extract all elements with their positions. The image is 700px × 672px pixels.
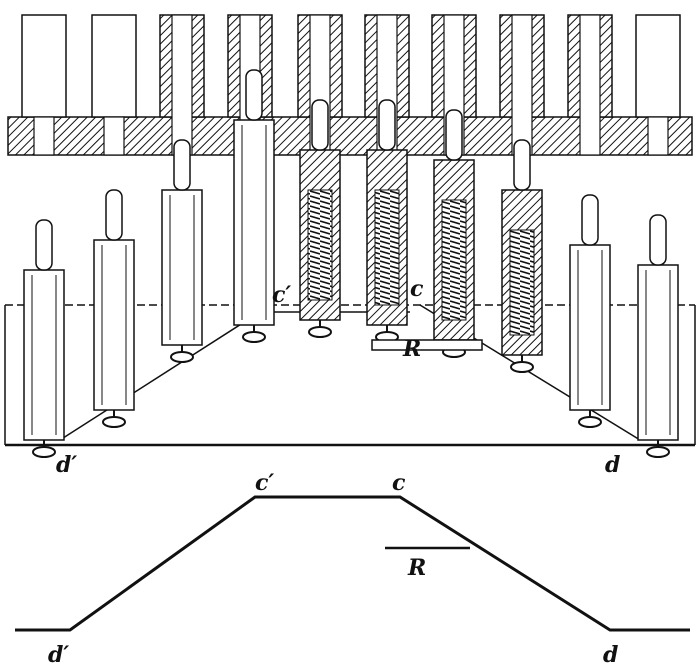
label-c-profile: c [392, 470, 406, 496]
column-bore [579, 14, 601, 156]
device [637, 214, 679, 458]
device [433, 109, 475, 358]
spring [374, 189, 400, 306]
column-bore [511, 14, 533, 156]
plunger [105, 189, 123, 241]
column-bore [33, 116, 55, 156]
device [233, 69, 275, 343]
plunger [445, 109, 463, 161]
plunger [513, 139, 531, 191]
label-c-prime-profile: c′ [255, 470, 274, 496]
device-body [637, 264, 679, 441]
device-body [161, 189, 203, 346]
device-body [93, 239, 135, 411]
label-R-profile: R [407, 555, 426, 581]
label-d-prime-top: d′ [56, 452, 77, 478]
label-c-prime-top: c′ [272, 282, 291, 308]
column-plate [635, 14, 681, 118]
device [93, 189, 135, 428]
spring [307, 189, 333, 301]
device [569, 194, 611, 428]
rail-R [371, 339, 483, 351]
label-d-prime-profile: d′ [48, 642, 69, 668]
plunger [245, 69, 263, 121]
plunger [581, 194, 599, 246]
label-c-top: c [410, 276, 424, 302]
column-plate [21, 14, 67, 118]
label-d-top: d [605, 452, 620, 478]
column-bore [171, 14, 193, 156]
plunger [378, 99, 396, 151]
column-bore [647, 116, 669, 156]
foot [242, 331, 266, 343]
column-bore [103, 116, 125, 156]
plunger [649, 214, 667, 266]
device [501, 139, 543, 373]
label-d-profile: d [603, 642, 618, 668]
column-plate [91, 14, 137, 118]
devices [23, 69, 679, 458]
device [23, 219, 65, 458]
foot [510, 361, 534, 373]
plunger [173, 139, 191, 191]
foot [102, 416, 126, 428]
profile-curve [15, 495, 690, 632]
plunger [35, 219, 53, 271]
device [366, 99, 408, 343]
plunger [311, 99, 329, 151]
device-body [23, 269, 65, 441]
device [299, 99, 341, 338]
spring [441, 199, 467, 321]
foot [578, 416, 602, 428]
foot [170, 351, 194, 363]
label-R-top: R [402, 336, 421, 362]
spring [509, 229, 535, 336]
foot [646, 446, 670, 458]
foot [32, 446, 56, 458]
foot [308, 326, 332, 338]
device-body [569, 244, 611, 411]
device-body [233, 119, 275, 326]
device [161, 139, 203, 363]
